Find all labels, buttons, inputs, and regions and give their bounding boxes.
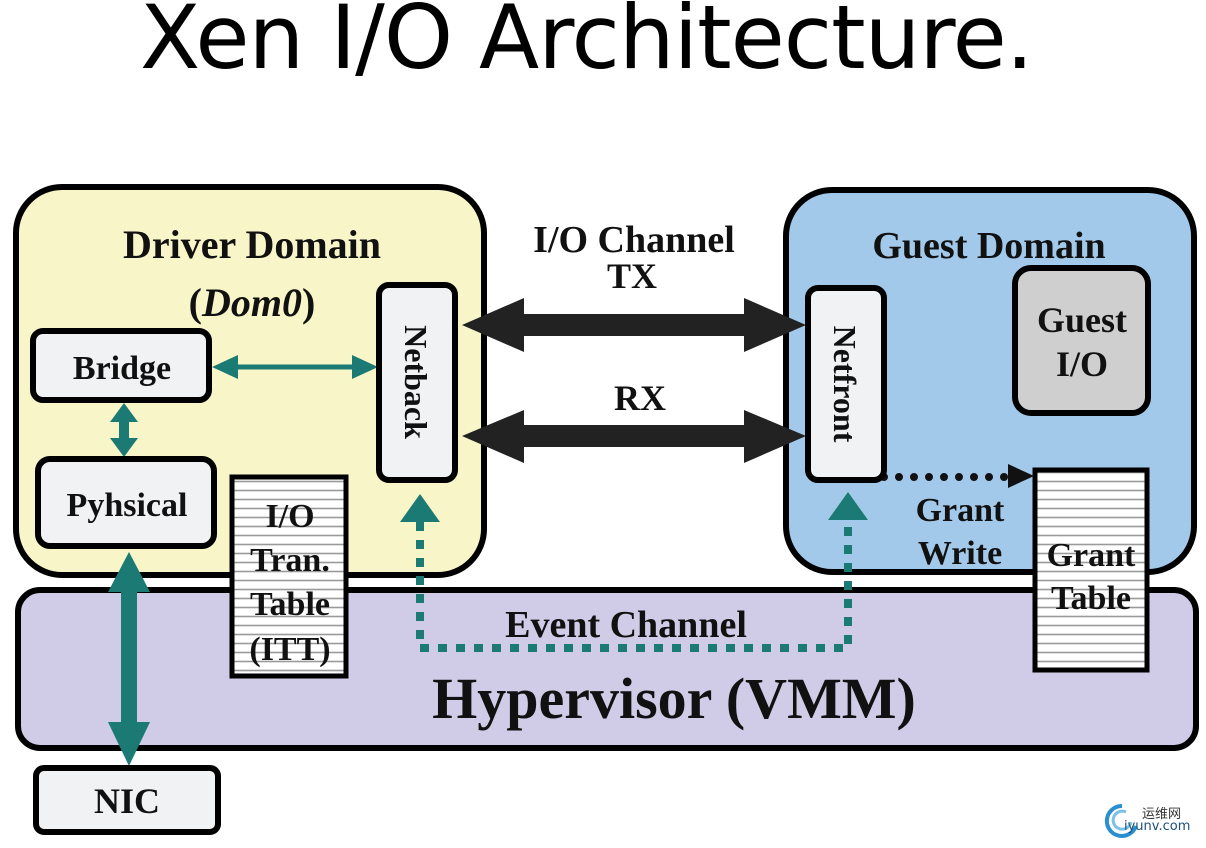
netback-box [376,282,458,483]
netback-label: Netback [398,325,434,439]
watermark-logo-icon [1104,803,1138,838]
itt-line-2: Tran. [250,542,330,579]
rx-label: RX [614,378,666,418]
io-channel-label: I/O Channel [533,219,735,261]
bridge-netback-arrowhead-left [212,355,238,379]
physical-box [35,456,217,549]
guest-io-line-2: I/O [1056,344,1108,384]
itt-line-1: I/O [265,498,314,535]
guest-io-box [1012,265,1151,416]
physical-label: Pyhsical [67,487,188,524]
itt-table [229,474,349,679]
itt-line-3: Table [250,586,330,623]
grant-write-arrowhead [1008,464,1034,488]
event-arrow-netfront [828,492,868,520]
nic-box [33,765,221,835]
event-arrow-netback [400,494,440,522]
bridge-box [30,328,212,403]
event-channel-label: Event Channel [505,604,747,646]
bridge-physical-arrowhead-up [110,403,138,422]
nic-label: NIC [94,781,160,821]
tx-arrow [462,298,806,352]
rx-arrow [462,410,806,463]
grant-table-line-2: Table [1051,580,1131,617]
netfront-label: Netfront [827,326,863,443]
bridge-netback-arrowhead-right [352,355,378,379]
itt-line-4: (ITT) [249,631,330,668]
watermark-top-text: 运维网 [1142,807,1182,822]
event-channel-path [416,522,852,652]
grant-write-line-1: Grant [916,492,1005,529]
dom0-label: (Dom0) [189,280,316,325]
watermark: 运维网 iyunv.com [1102,800,1202,840]
physical-nic-arrowhead-down [108,722,150,766]
guest-domain-label: Guest Domain [872,225,1105,267]
guest-io-line-1: Guest [1037,300,1127,340]
physical-nic-arrowhead-up [108,552,150,592]
grant-write-line-2: Write [918,535,1002,572]
grant-table [1032,467,1150,673]
watermark-bottom-text: iyunv.com [1124,819,1191,834]
bridge-label: Bridge [73,350,171,387]
netfront-box [805,285,887,483]
driver-domain-label: Driver Domain [123,222,381,267]
tx-label: TX [607,256,657,296]
hypervisor-label: Hypervisor (VMM) [432,666,916,731]
grant-table-line-1: Grant [1047,537,1136,574]
bridge-physical-arrowhead-down [110,438,138,457]
page-title: Xen I/O Architecture. [140,0,1034,89]
